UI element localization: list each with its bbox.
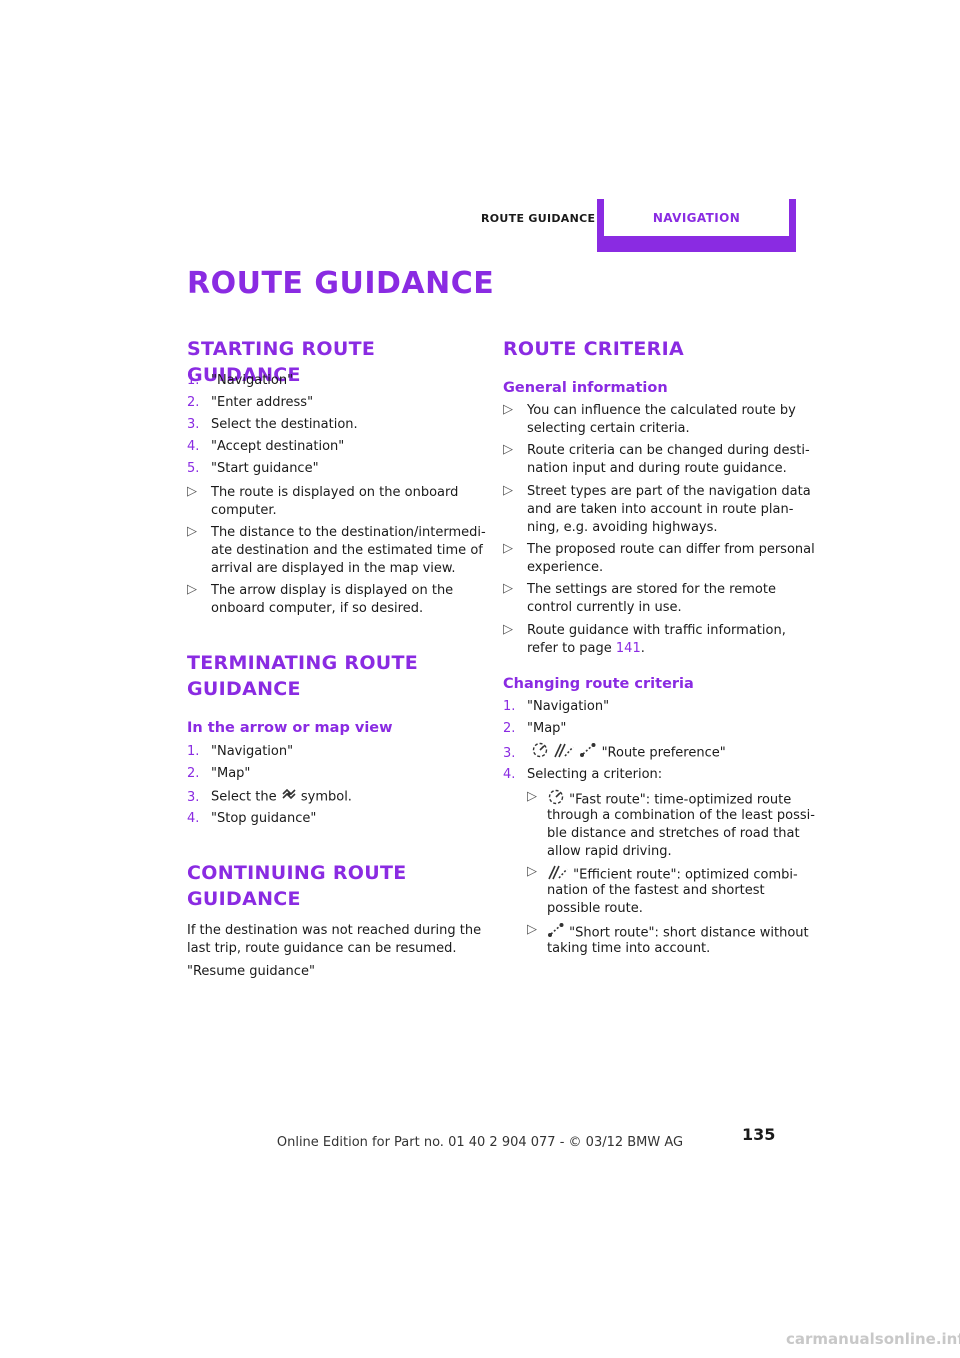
step-item: 5."Start guidance": [187, 461, 319, 476]
bullet-symbol: ▷: [503, 442, 513, 457]
heading-route-criteria: ROUTE CRITERIA: [503, 338, 684, 360]
chapter-tab-label: NAVIGATION: [604, 199, 789, 236]
efficient-route-icon: [553, 742, 575, 764]
fast-route-icon: [531, 742, 549, 764]
step-item: 3.Select the symbol.: [187, 787, 352, 807]
bullet-text: Route guidance with traffic information,: [527, 623, 786, 638]
page-number: 135: [742, 1125, 776, 1144]
heading-starting-route-guidance: STARTING ROUTE GUIDANCE: [187, 338, 376, 386]
bullet-text: The distance to the destination/intermed…: [211, 525, 486, 540]
bullet-text: ate destination and the estimated time o…: [211, 543, 483, 558]
paragraph-line: last trip, route guidance can be resumed…: [187, 941, 457, 956]
route-guidance-flag-icon: [281, 787, 297, 807]
step-item: 2."Map": [503, 721, 567, 736]
bullet-text: experience.: [527, 560, 604, 575]
bullet-text: refer to page 141.: [527, 641, 645, 656]
bullet-symbol: ▷: [503, 541, 513, 556]
bullet-symbol: ▷: [503, 402, 513, 417]
short-route-icon: [579, 742, 597, 764]
step-item: 3. "Route preference": [503, 742, 726, 764]
efficient-route-icon: [547, 864, 569, 886]
option-text: possible route.: [547, 901, 643, 916]
bullet-symbol: ▷: [527, 922, 537, 937]
running-header-section: ROUTE GUIDANCE: [481, 212, 596, 225]
page-title: ROUTE GUIDANCE: [187, 266, 495, 301]
option-short-route: "Short route": short distance without: [547, 922, 809, 944]
bullet-symbol: ▷: [187, 524, 197, 539]
page-reference-link[interactable]: 141: [615, 641, 641, 656]
bullet-text: The settings are stored for the remote: [527, 582, 776, 597]
bullet-text: Street types are part of the navigation …: [527, 484, 811, 499]
step-item: 1."Navigation": [187, 744, 294, 759]
bullet-symbol: ▷: [527, 864, 537, 879]
option-fast-route: "Fast route": time-optimized route: [547, 789, 791, 811]
bullet-symbol: ▷: [503, 581, 513, 596]
resume-guidance-action: "Resume guidance": [187, 964, 315, 979]
bullet-text: selecting certain criteria.: [527, 421, 690, 436]
bullet-symbol: ▷: [503, 622, 513, 637]
option-text: taking time into account.: [547, 941, 711, 956]
bullet-symbol: ▷: [527, 789, 537, 804]
step-item: 3.Select the destination.: [187, 417, 358, 432]
bullet-text: Route criteria can be changed during des…: [527, 443, 810, 458]
bullet-text: onboard computer, if so desired.: [211, 601, 424, 616]
option-text: ble distance and stretches of road that: [547, 826, 800, 841]
bullet-symbol: ▷: [503, 483, 513, 498]
paragraph-line: If the destination was not reached durin…: [187, 923, 482, 938]
bullet-text: nation input and during route guidance.: [527, 461, 787, 476]
bullet-text: and are taken into account in route plan…: [527, 502, 794, 517]
bullet-text: The arrow display is displayed on the: [211, 583, 454, 598]
step-item: 1."Navigation": [503, 699, 610, 714]
step-item: 4."Accept destination": [187, 439, 345, 454]
bullet-text: The proposed route can differ from perso…: [527, 542, 815, 557]
bullet-text: arrival are displayed in the map view.: [211, 561, 456, 576]
option-efficient-route: "Efficient route": optimized combi-: [547, 864, 798, 886]
step-item: 2."Enter address": [187, 395, 314, 410]
bullet-symbol: ▷: [187, 484, 197, 499]
step-item: 2."Map": [187, 766, 251, 781]
option-text: nation of the fastest and shortest: [547, 883, 765, 898]
option-text: allow rapid driving.: [547, 844, 672, 859]
fast-route-icon: [547, 789, 565, 811]
step-item: 4."Stop guidance": [187, 811, 317, 826]
option-text: through a combination of the least possi…: [547, 808, 815, 823]
subheading-changing-route-criteria: Changing route criteria: [503, 676, 694, 692]
bullet-symbol: ▷: [187, 582, 197, 597]
heading-continuing-route-guidance: CONTINUING ROUTE GUIDANCE: [187, 862, 407, 910]
chapter-tab: NAVIGATION: [597, 199, 796, 252]
bullet-text: You can influence the calculated route b…: [527, 403, 796, 418]
footer-edition: Online Edition for Part no. 01 40 2 904 …: [276, 1135, 684, 1150]
subheading-general-information: General information: [503, 380, 668, 396]
bullet-text: computer.: [211, 503, 277, 518]
subheading-arrow-map-view: In the arrow or map view: [187, 720, 393, 736]
watermark: carmanualsonline.info: [786, 1330, 960, 1348]
heading-terminating-route-guidance: TERMINATING ROUTE GUIDANCE: [187, 652, 419, 700]
bullet-text: The route is displayed on the onboard: [211, 485, 459, 500]
bullet-text: ning, e.g. avoiding highways.: [527, 520, 718, 535]
bullet-text: control currently in use.: [527, 600, 682, 615]
short-route-icon: [547, 922, 565, 944]
step-item: 1."Navigation": [187, 373, 294, 388]
step-item: 4.Selecting a criterion:: [503, 767, 663, 782]
